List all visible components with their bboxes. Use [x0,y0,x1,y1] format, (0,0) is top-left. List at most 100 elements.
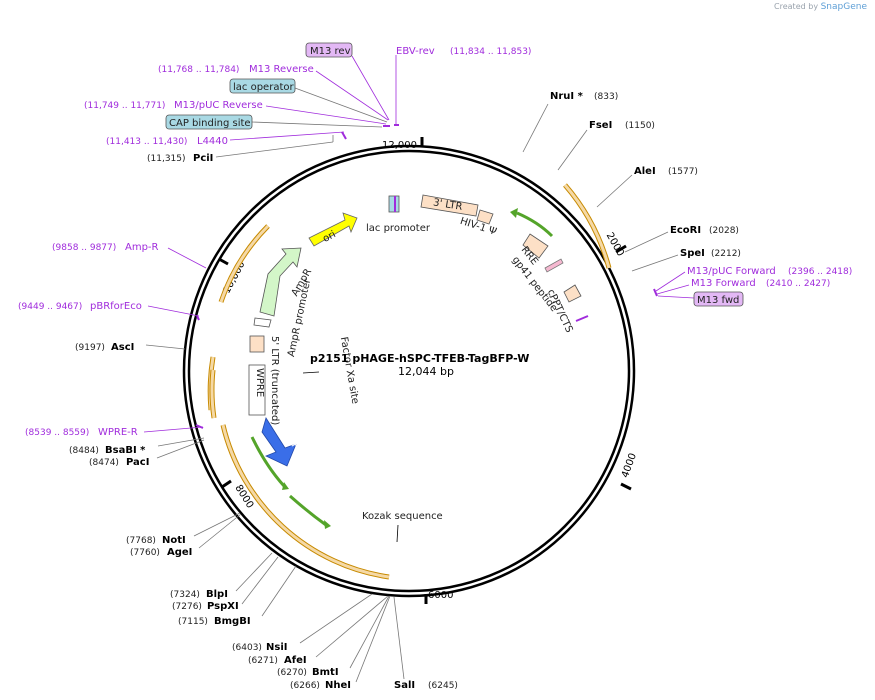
feature-ori: ori [308,212,358,247]
primer-m13puc-reverse-pos: (11,749 .. 11,771) [84,101,165,111]
primer-wpre-r-name: WPRE-R [98,427,138,438]
site-afei-pos: (6271) [248,656,278,666]
site-asci-pos: (9197) [75,343,105,353]
primer-m13-rev-name: M13 rev [310,46,351,57]
site-fsei-name: FseI [589,120,612,131]
site-fsei-pos: (1150) [625,121,655,131]
site-spei: SpeI (2212) [631,248,741,272]
tick-12000-label: 12,000 [382,140,417,151]
site-bmgbi-name: BmgBI [214,616,251,627]
primer-m13puc-forward-pos: (2396 .. 2418) [788,267,852,277]
site-pspxi-name: PspXI [207,601,239,612]
feature-kozak-label: Kozak sequence [362,511,443,522]
primer-amp-r-name: Amp-R [125,242,159,253]
site-alei-name: AleI [634,166,656,177]
feature-wpre-box [248,364,266,416]
primer-m13-rev: M13 rev [305,42,390,121]
feature-wpre-label: WPRE [254,368,265,397]
site-fsei: FseI (1150) [557,120,655,171]
site-bmti: (6270) BmtI [277,595,390,678]
primer-m13puc-forward: M13/pUC Forward (2396 .. 2418) [653,266,852,297]
primer-m13puc-reverse: (11,749 .. 11,771) M13/pUC Reverse [84,100,390,127]
site-agei-name: AgeI [167,547,192,558]
primer-ebv-rev-name: EBV-rev [396,46,435,57]
site-spei-name: SpeI [680,248,705,259]
feature-cpptcts-box [563,284,582,303]
feature-cpptcts-primer [575,315,589,322]
site-nhei-pos: (6266) [290,681,320,691]
feature-lac-promoter-label: lac promoter [366,223,431,234]
site-afei-name: AfeI [284,655,307,666]
primer-m13puc-reverse-name: M13/pUC Reverse [174,100,263,111]
feature-ampr-promoter-label: AmpR promoter [286,277,313,358]
feature-5ltr-label: 5' LTR (truncated) [269,336,280,425]
site-nrui-pos: (833) [594,92,618,102]
site-paci-pos: (8474) [89,458,119,468]
primer-wpre-r: (8539 .. 8559) WPRE-R [25,424,204,438]
primer-m13-forward: M13 Forward (2410 .. 2427) [656,278,830,295]
primer-l4440-pos: (11,413 .. 11,430) [106,137,187,147]
watermark-prefix: Created by [774,2,819,11]
feature-tagbfp: TagBFP [261,417,304,467]
site-blpi-name: BlpI [206,589,228,600]
green-arrow-top [516,211,554,238]
site-nsii-name: NsiI [266,642,287,653]
site-nsii: (6403) NsiI [232,593,373,653]
site-agei-pos: (7760) [130,548,160,558]
site-bmgbi: (7115) BmgBI [178,565,297,627]
green-arrow-lower-1 [250,436,286,488]
site-pspxi: (7276) PspXI [172,556,279,612]
site-blpi: (7324) BlpI [170,552,273,600]
site-noti-pos: (7768) [126,536,156,546]
tick-4000-label: 4000 [620,452,639,480]
feature-gp41-box [544,258,564,273]
site-asci-name: AscI [111,342,134,353]
tick-6000-label: 6000 [428,590,453,601]
primer-wpre-r-pos: (8539 .. 8559) [25,428,89,438]
backbone-inner [187,149,631,593]
site-pcii-name: PciI [193,153,213,164]
feature-ampr-promoter-box [253,317,272,328]
primer-pbrforeco: (9449 .. 9467) pBRforEco [18,301,200,321]
primer-m13-forward-name: M13 Forward [691,278,756,289]
feature-kozak-leader [396,524,399,543]
primer-l4440: (11,413 .. 11,430) L4440 [106,131,347,147]
green-arrows [250,208,554,529]
site-alei: AleI (1577) [596,166,698,208]
watermark-brand: SnapGene [820,2,867,12]
site-sali-name: SalI [394,680,415,691]
tick-12000: 12,000 [382,137,424,151]
site-bsabi: (8484) BsaBI * [69,437,205,456]
site-spei-pos: (2212) [711,249,741,259]
primer-m13-reverse: (11,768 .. 11,784) M13 Reverse [158,64,389,121]
feature-3-ltr-label: 3' LTR [432,197,463,212]
tick-6000: 6000 [424,590,453,604]
feature-5ltr-box [249,335,265,353]
primer-m13-fwd-name: M13 fwd [697,295,739,306]
site-sali: SalI (6245) [393,596,458,691]
site-sali-pos: (6245) [428,681,458,691]
primer-pbrforeco-name: pBRforEco [90,301,142,312]
site-nhei: (6266) NheI [290,595,391,691]
feature-ori-label: ori [321,229,338,245]
primer-amp-r: (9858 .. 9877) Amp-R [52,242,207,269]
backbone-outer [182,144,636,598]
feature-factorxa-label: Factor Xa site [338,336,361,405]
feature-cap-binding-site: CAP binding site [165,114,383,130]
feature-cap-binding-site-name: CAP binding site [169,118,251,129]
primer-m13-forward-pos: (2410 .. 2427) [766,279,830,289]
site-pcii: (11,315) PciI [147,135,334,164]
feature-factorxa-leader [302,371,320,374]
site-ecori: EcoRI (2028) [624,225,739,253]
site-nhei-name: NheI [325,680,351,691]
site-blpi-pos: (7324) [170,590,200,600]
tick-4000: 4000 [620,452,639,491]
site-ecori-pos: (2028) [709,226,739,236]
site-pcii-pos: (11,315) [147,154,186,164]
site-afei: (6271) AfeI [248,595,389,666]
site-alei-pos: (1577) [668,167,698,177]
site-bmti-pos: (6270) [277,668,307,678]
site-nrui-name: NruI * [550,91,584,102]
site-nrui: NruI * (833) [522,91,618,153]
site-pspxi-pos: (7276) [172,602,202,612]
